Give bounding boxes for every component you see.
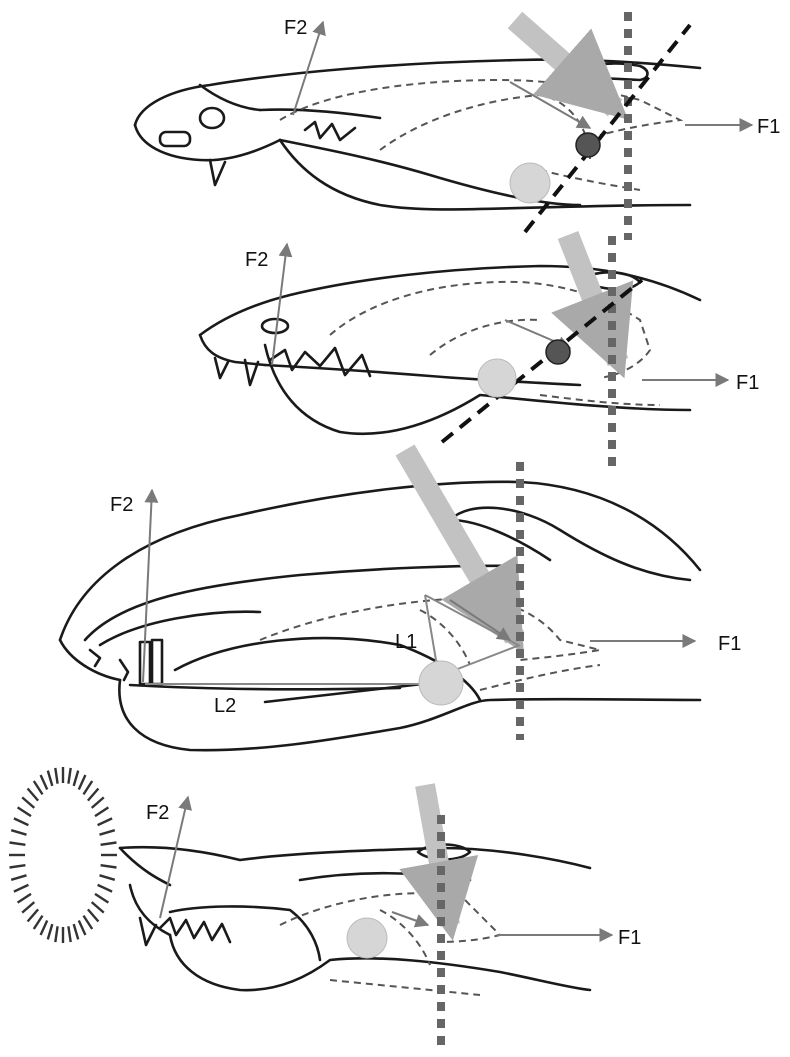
flash-ray xyxy=(16,806,32,818)
panel-2-dashed-axis xyxy=(440,278,644,444)
flash-ray xyxy=(10,874,27,881)
panel-2-dark-circle xyxy=(545,339,571,365)
panel-4-f2-label: F2 xyxy=(146,802,169,824)
flash-ray xyxy=(100,864,117,869)
flash-ray xyxy=(67,926,72,943)
flash-ray xyxy=(94,892,110,904)
flash-ray xyxy=(21,901,36,914)
flash-ray xyxy=(39,774,49,790)
panel-1: F2 F1 xyxy=(133,11,780,240)
panel-2-f2-arrow xyxy=(271,242,293,366)
flash-ray xyxy=(86,908,100,923)
panel-4-joint-circle xyxy=(346,917,388,959)
flash-ray xyxy=(39,920,49,936)
flash-ray xyxy=(100,841,117,846)
flash-ray xyxy=(13,817,29,827)
panel-3-l2-label: L2 xyxy=(214,695,236,717)
panel-3-f2-arrow xyxy=(142,488,159,683)
flash-ray xyxy=(26,908,40,923)
flash-ray xyxy=(32,914,44,930)
flash-ray xyxy=(99,874,116,881)
flash-ray xyxy=(72,770,80,787)
panel-3-l1-line-c xyxy=(454,644,521,671)
panel-3-muscle-band xyxy=(395,444,525,654)
flash-ray xyxy=(82,914,94,930)
flash-ray xyxy=(46,770,54,787)
panel-1-f1-label: F1 xyxy=(757,116,780,138)
flash-ray xyxy=(9,841,26,846)
flash-ray xyxy=(32,780,44,796)
flash-ray xyxy=(54,926,59,943)
flash-ray xyxy=(10,829,27,836)
panel-1-dashed-axis xyxy=(523,23,692,234)
panel-1-skull xyxy=(133,58,702,211)
panel-3-inner-arrow xyxy=(449,599,512,641)
flash-ray xyxy=(21,796,36,809)
flash-ray xyxy=(54,767,59,784)
panel-2: F2 F1 xyxy=(198,230,759,470)
panel-2-f2-label: F2 xyxy=(245,249,268,271)
panel-4-f1-label: F1 xyxy=(618,927,641,949)
panel-2-joint-circle xyxy=(477,358,517,398)
panel-1-joint-circle xyxy=(509,162,551,204)
flash-ray xyxy=(72,923,80,940)
flash-ray xyxy=(97,817,113,827)
flash-ray xyxy=(90,796,105,809)
panel-3-skull xyxy=(58,480,702,752)
flash-ray xyxy=(26,787,40,802)
flash-ray xyxy=(90,901,105,914)
panel-4-f2-arrow xyxy=(159,795,192,919)
panel-3-f1-label: F1 xyxy=(718,633,741,655)
panel-4-skull xyxy=(118,843,592,996)
panel-1-muscle-band xyxy=(507,11,629,120)
flash-ray xyxy=(9,864,26,869)
flash-ray xyxy=(16,892,32,904)
flash-ray xyxy=(46,923,54,940)
flash-ray xyxy=(77,920,87,936)
panel-3-l1-label: L1 xyxy=(395,631,417,653)
panel-4-flash xyxy=(9,767,117,943)
panel-1-f2-arrow xyxy=(292,20,326,116)
flash-ray xyxy=(94,806,110,818)
flash-ray xyxy=(13,883,29,893)
panel-4-inner-arrow xyxy=(391,911,430,928)
flash-ray xyxy=(67,767,72,784)
flash-ray xyxy=(97,883,113,893)
panel-1-dark-circle xyxy=(575,132,601,158)
flash-ray xyxy=(86,787,100,802)
panel-2-f1-label: F1 xyxy=(736,372,759,394)
panel-3-joint-circle xyxy=(418,660,464,706)
panel-3: F2 F1 L1 L2 xyxy=(58,444,741,752)
flash-ray xyxy=(99,829,116,836)
panel-1-f2-label: F2 xyxy=(284,17,307,39)
panel-4: F2 F1 xyxy=(9,767,641,1050)
flash-ray xyxy=(82,780,94,796)
panel-3-f2-label: F2 xyxy=(110,494,133,516)
flash-ray xyxy=(77,774,87,790)
panel-1-inner-arrow xyxy=(509,81,592,129)
